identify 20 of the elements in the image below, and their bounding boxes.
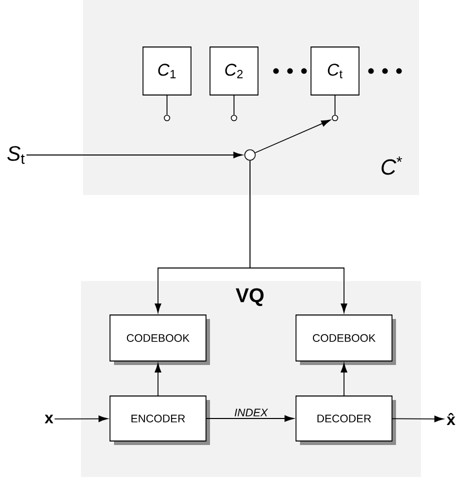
block-box: CODEBOOK: [110, 314, 210, 365]
arrow: [154, 363, 162, 396]
signal-label: x: [44, 414, 54, 424]
codeword-box: C$_{2}$: [210, 46, 258, 96]
input-label: S$_{t}$: [7, 146, 25, 164]
block-box: DECODER: [296, 396, 396, 445]
arrow: [250, 160, 348, 313]
signal-label: x̂: [446, 412, 456, 426]
edge-label: INDEX: [234, 408, 268, 416]
codeword-box: C$_{t}$: [310, 46, 360, 96]
arrow: [392, 416, 444, 422]
arrow: [340, 363, 348, 396]
arrow: [26, 152, 243, 158]
switch-circle: [244, 149, 256, 161]
codeword-box: C$_{1}$: [142, 46, 192, 96]
arrow: [206, 415, 294, 422]
block-box: CODEBOOK: [296, 314, 396, 365]
arrow: [54, 416, 108, 422]
block-box: ENCODER: [110, 396, 210, 445]
arrow: [254, 120, 331, 154]
